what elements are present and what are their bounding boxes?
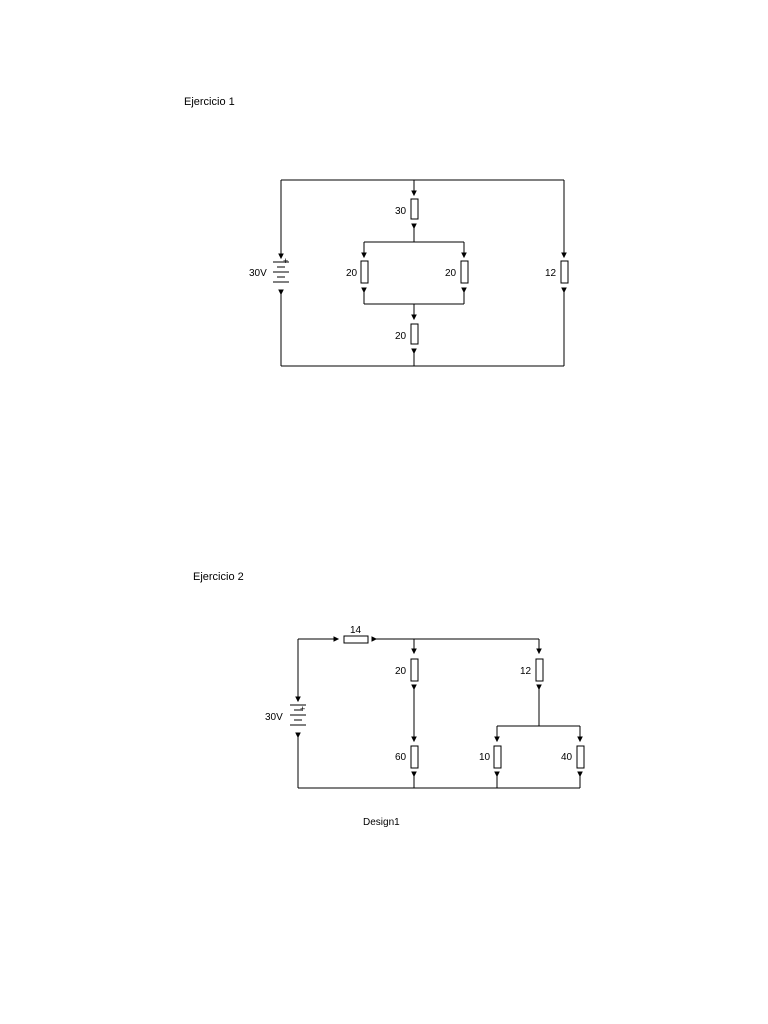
- resistor-parallel-left-label: 10: [479, 752, 491, 763]
- design-label: Design1: [363, 817, 400, 828]
- resistor-right-top-label: 12: [520, 666, 532, 677]
- wires-exercise2: [297, 638, 581, 789]
- resistor-right-top: [535, 648, 544, 691]
- battery-plus-sign: +: [283, 256, 288, 266]
- resistor-parallel-right-label: 40: [561, 752, 573, 763]
- resistor-series-label: 14: [350, 625, 362, 636]
- resistor-parallel-left: [493, 736, 502, 778]
- resistor-middle-bottom-label: 60: [395, 752, 407, 763]
- battery-label: 30V: [265, 712, 283, 723]
- resistor-series: [333, 635, 378, 644]
- exercise1-title: Ejercicio 1: [184, 96, 235, 108]
- resistor-right-label: 20: [445, 268, 457, 279]
- resistor-middle-top-label: 20: [395, 666, 407, 677]
- resistor-middle-bottom: [410, 736, 419, 778]
- resistor-bottom: [410, 314, 419, 355]
- battery-symbol: +: [290, 696, 306, 739]
- exercise2-title: Ejercicio 2: [193, 571, 244, 583]
- resistor-far-right: [560, 252, 569, 294]
- resistor-parallel-right: [576, 736, 585, 778]
- resistor-left: [360, 252, 369, 294]
- resistor-bottom-label: 20: [395, 331, 407, 342]
- resistor-far-right-label: 12: [545, 268, 557, 279]
- resistor-top-label: 30: [395, 206, 407, 217]
- resistor-right: [460, 252, 469, 294]
- resistor-left-label: 20: [346, 268, 358, 279]
- wires-exercise1: [280, 179, 565, 367]
- battery-plus-sign: +: [300, 704, 305, 714]
- circuit-exercise1: + 30V 30 20 20 12: [249, 179, 569, 367]
- battery-symbol: +: [273, 253, 289, 296]
- circuit-exercise2: + 30V 14 20 60 12: [265, 625, 585, 789]
- resistor-middle-top: [410, 648, 419, 691]
- resistor-top: [410, 190, 419, 230]
- battery-label: 30V: [249, 268, 267, 279]
